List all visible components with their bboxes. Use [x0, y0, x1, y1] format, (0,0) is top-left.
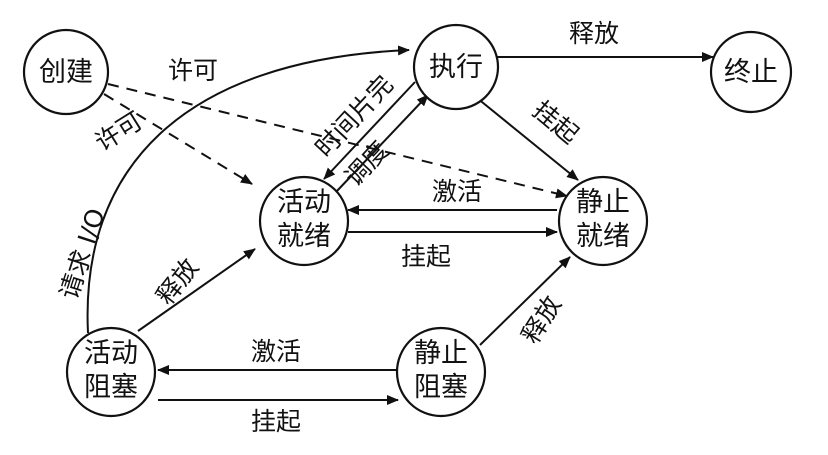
label-run-static-ready: 挂起	[527, 95, 584, 149]
label-active-ready-static-ready: 挂起	[401, 242, 451, 271]
state-node-static-ready: 静止 就绪	[557, 175, 649, 267]
state-node-active-blocked: 活动 阻塞	[65, 326, 157, 418]
edge-static-blocked-static-ready	[479, 256, 571, 346]
state-label-static-blocked-line2: 阻塞	[414, 372, 468, 403]
state-node-active-ready: 活动 就绪	[258, 175, 350, 267]
label-create-static-ready: 许可	[168, 56, 218, 85]
label-active-blocked-static-blocked: 挂起	[251, 407, 301, 436]
state-node-static-blocked: 静止 阻塞	[395, 326, 487, 418]
state-label-static-blocked-line1: 静止	[414, 338, 468, 369]
edge-active-blocked-run	[86, 45, 410, 334]
label-active-blocked-run: 请求 I/O	[54, 205, 110, 303]
label-create-active-ready: 许可	[90, 106, 148, 157]
label-run-terminate: 释放	[569, 19, 619, 48]
edge-create-static-ready	[107, 83, 568, 199]
edge-active-ready-run	[335, 94, 429, 193]
state-label-active-ready-line1: 活动	[277, 187, 331, 218]
state-node-run: 执行	[412, 23, 500, 111]
state-node-terminate: 终止	[709, 30, 793, 114]
label-static-ready-active-ready: 激活	[432, 177, 482, 206]
state-label-run: 执行	[429, 52, 483, 83]
state-node-create: 创建	[22, 28, 110, 116]
state-label-terminate: 终止	[724, 57, 778, 88]
edge-active-blocked-active-ready	[137, 248, 256, 332]
edge-run-active-ready	[323, 81, 416, 180]
state-label-active-blocked-line1: 活动	[84, 338, 138, 369]
state-label-static-ready-line1: 静止	[576, 187, 630, 218]
edge-create-active-ready	[103, 93, 253, 185]
label-static-blocked-static-ready: 释放	[516, 291, 567, 349]
label-active-blocked-active-ready: 释放	[151, 253, 205, 310]
label-static-blocked-active-blocked: 激活	[251, 337, 301, 366]
state-label-active-blocked-line2: 阻塞	[84, 372, 138, 403]
state-label-static-ready-line2: 就绪	[576, 221, 630, 252]
state-label-active-ready-line2: 就绪	[277, 221, 331, 252]
state-label-create: 创建	[39, 57, 93, 88]
